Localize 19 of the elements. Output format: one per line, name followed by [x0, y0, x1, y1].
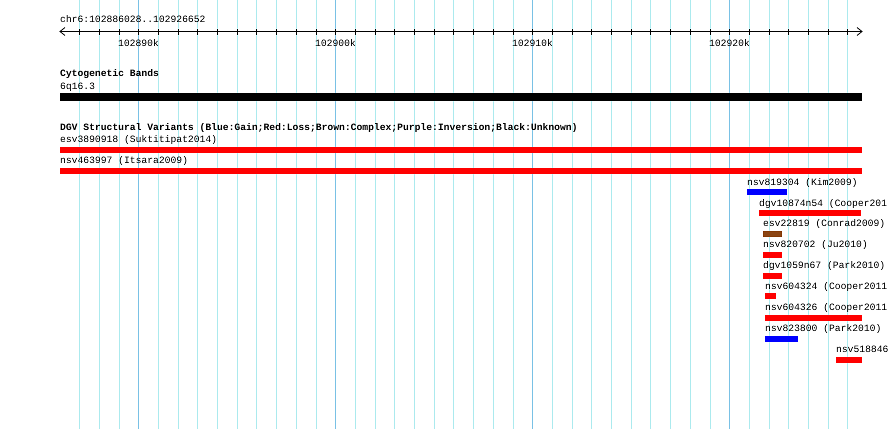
variant-label: nsv518846: [836, 344, 888, 356]
variant-label: dgv1059n67 (Park2010): [763, 260, 886, 272]
variant-label: esv22819 (Conrad2009): [763, 218, 886, 230]
variant-label: dgv10874n54 (Cooper201: [759, 198, 887, 210]
variant-label: esv3890918 (Suktitipat2014): [60, 134, 217, 146]
band-label: 6q16.3: [60, 81, 95, 93]
track-title: DGV Structural Variants (Blue:Gain;Red:Loss;Brown:Complex;Purple:Inversion;Black:Unknown): [60, 122, 578, 134]
variant-label: nsv820702 (Ju2010): [763, 239, 868, 251]
tick-label: 102920k: [709, 38, 750, 50]
variant-label: nsv823800 (Park2010): [765, 323, 882, 335]
variant-label: nsv463997 (Itsara2009): [60, 155, 188, 167]
tick-label: 102890k: [118, 38, 159, 50]
variant-label: nsv604326 (Cooper2011: [765, 302, 888, 314]
region-coordinates: chr6:102886028..102926652: [60, 14, 206, 26]
tick-label: 102910k: [512, 38, 553, 50]
variant-label: nsv604324 (Cooper2011: [765, 281, 888, 293]
tick-label: 102900k: [315, 38, 356, 50]
variant-label: nsv819304 (Kim2009): [747, 177, 858, 189]
track-title: Cytogenetic Bands: [60, 68, 159, 80]
